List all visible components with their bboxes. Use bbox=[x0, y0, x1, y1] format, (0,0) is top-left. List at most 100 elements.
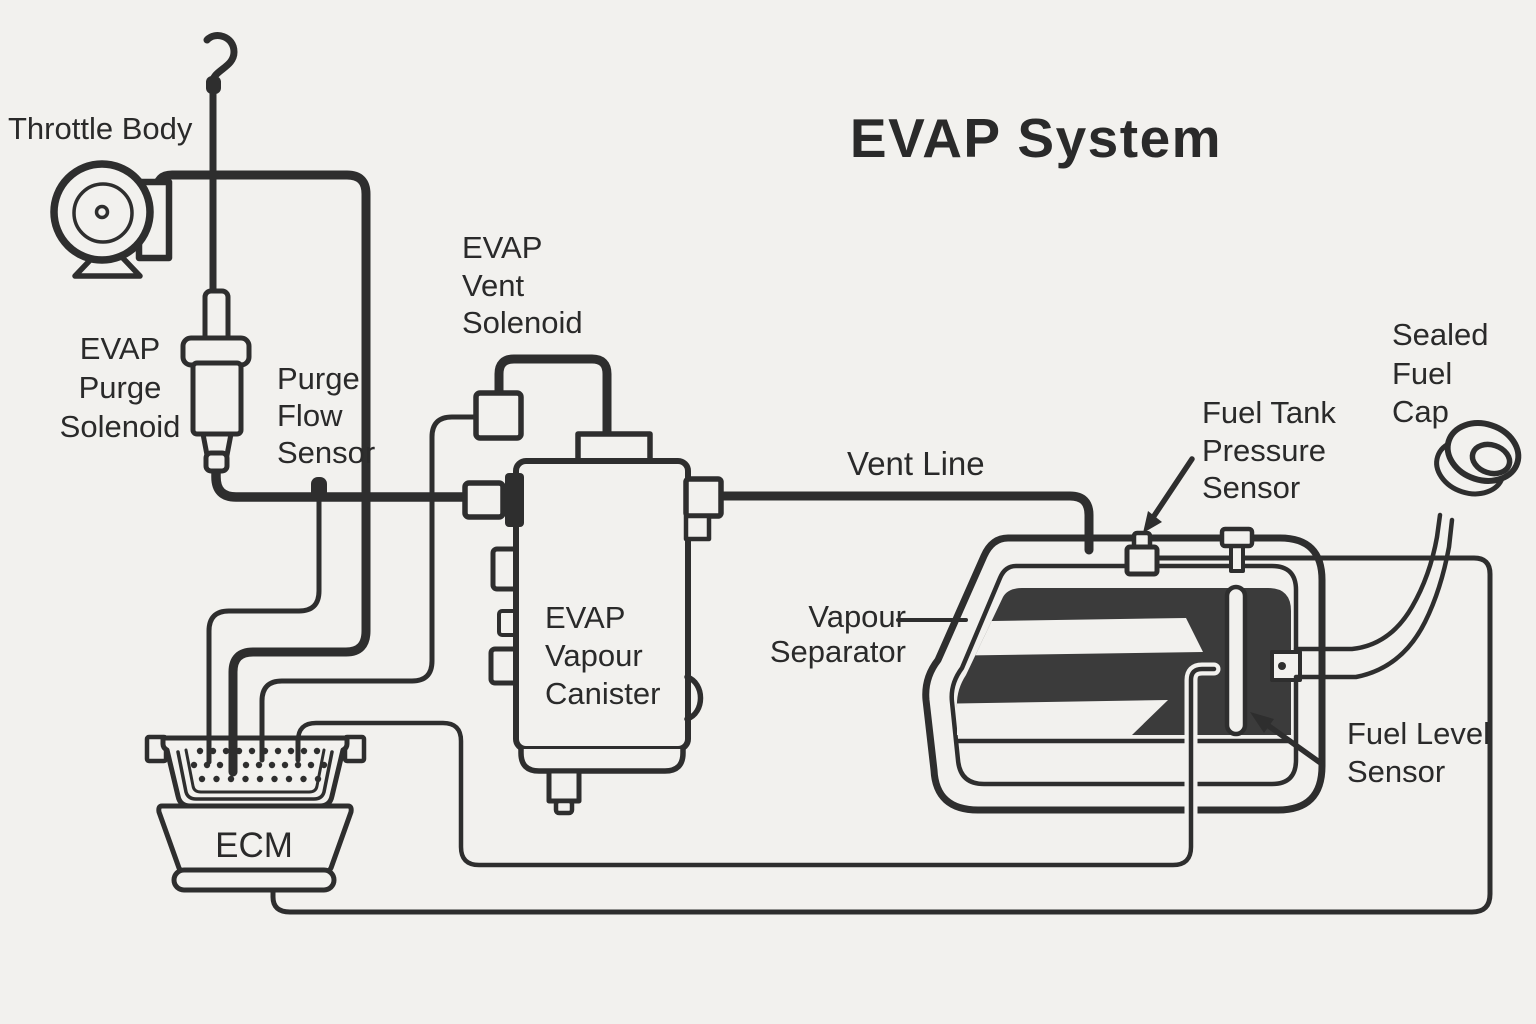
access-cap-top bbox=[1219, 526, 1255, 549]
vent-solenoid-label: EVAP Vent Solenoid bbox=[462, 230, 583, 340]
sealed-fuel-cap-label: Sealed Fuel Cap bbox=[1392, 317, 1489, 429]
throttle-body-line bbox=[152, 170, 371, 750]
fuel-level-sensor-wire bbox=[291, 662, 1221, 872]
sealed-fuel-cap bbox=[1434, 420, 1522, 497]
fuel-level-sensor-arrow bbox=[1250, 712, 1325, 767]
canister-bottom-dish bbox=[518, 749, 686, 774]
svg-text:Purge: Purge bbox=[79, 370, 162, 405]
ecm-pin-dot bbox=[213, 775, 220, 783]
vent-solenoid-wire bbox=[259, 414, 480, 748]
arrow-head bbox=[1250, 712, 1274, 733]
fuel-tank bbox=[922, 534, 1326, 814]
ecm-pin-dot bbox=[271, 775, 278, 783]
ecm-pin-dot bbox=[307, 761, 315, 769]
ecm-tray-inner-line-2 bbox=[184, 748, 326, 794]
svg-text:Fuel Level: Fuel Level bbox=[1347, 716, 1490, 751]
ecm-pin-dot bbox=[196, 747, 204, 755]
diagram-title: EVAP System bbox=[850, 107, 1222, 169]
fuel-cap-inner-ring bbox=[1469, 441, 1513, 477]
fuel-tank-inner-shell bbox=[949, 563, 1299, 787]
ecm-pin-dot bbox=[242, 775, 249, 783]
hook-fitting bbox=[206, 76, 221, 94]
ecm-pin-dot bbox=[313, 747, 321, 755]
ecm-pin-dot bbox=[300, 775, 307, 783]
filler-neck-lower-edge bbox=[1293, 517, 1455, 680]
fuel-level-sensor-label: Fuel Level Sensor bbox=[1347, 716, 1490, 789]
ecm-pin-dot bbox=[256, 775, 264, 783]
ecm-pin-dot bbox=[274, 747, 282, 755]
svg-text:Flow: Flow bbox=[277, 398, 343, 433]
vent-line-pipe bbox=[711, 491, 1094, 555]
pressure-sensor-body bbox=[1124, 544, 1160, 577]
purge-solenoid-outlet bbox=[203, 450, 230, 474]
throttle-body-label: Throttle Body bbox=[8, 111, 193, 146]
svg-text:Purge: Purge bbox=[277, 361, 360, 396]
ecm-pin-dot bbox=[255, 761, 263, 769]
svg-text:Vapour: Vapour bbox=[808, 599, 906, 634]
svg-text:Cap: Cap bbox=[1392, 394, 1449, 429]
ecm-pin-dot bbox=[242, 761, 250, 769]
purge-pipe bbox=[211, 453, 472, 502]
purge-flow-sensor-tap bbox=[311, 477, 327, 499]
svg-text:Pressure: Pressure bbox=[1202, 433, 1326, 468]
pressure-sensor-wire bbox=[270, 555, 1493, 915]
svg-text:Fuel Tank: Fuel Tank bbox=[1202, 395, 1336, 430]
canister-right-port bbox=[683, 476, 724, 519]
canister-right-step bbox=[683, 513, 712, 542]
fuel-tank-pressure-sensor bbox=[1124, 530, 1160, 577]
svg-text:Separator: Separator bbox=[770, 634, 906, 669]
ecm-pin-dot bbox=[248, 747, 256, 755]
purge-flow-sensor-label: Purge Flow Sensor bbox=[277, 361, 375, 470]
evap-vent-solenoid bbox=[473, 390, 524, 441]
breather-hook bbox=[203, 32, 238, 300]
canister-right-bump bbox=[684, 674, 704, 722]
svg-text:Solenoid: Solenoid bbox=[462, 305, 583, 340]
svg-text:Sealed: Sealed bbox=[1392, 317, 1489, 352]
hook-curve bbox=[203, 32, 238, 88]
svg-text:Sensor: Sensor bbox=[277, 435, 375, 470]
svg-text:Vapour: Vapour bbox=[545, 638, 643, 673]
svg-text:Sensor: Sensor bbox=[1347, 754, 1445, 789]
ecm-pin-dot bbox=[222, 747, 230, 755]
ecm-pin-dot bbox=[287, 747, 295, 755]
ecm-pin-dot bbox=[300, 747, 308, 755]
ecm-label: ECM bbox=[215, 826, 293, 865]
throttle-shaft bbox=[94, 204, 110, 220]
evap-purge-solenoid bbox=[180, 288, 252, 474]
throttle-bore bbox=[72, 182, 134, 244]
ecm-pin-dot bbox=[190, 761, 198, 769]
fuel-pump-access-cap bbox=[1219, 526, 1255, 573]
svg-text:Solenoid: Solenoid bbox=[60, 409, 181, 444]
svg-text:Canister: Canister bbox=[545, 676, 660, 711]
fuel-tank-pressure-sensor-label: Fuel Tank Pressure Sensor bbox=[1202, 395, 1336, 505]
arrow-line bbox=[1263, 721, 1325, 767]
purge-solenoid-body bbox=[190, 360, 244, 437]
ecm-pin-dot bbox=[314, 775, 322, 783]
purge-solenoid-top-tube bbox=[202, 288, 231, 346]
svg-text:Fuel: Fuel bbox=[1392, 356, 1452, 391]
svg-text:EVAP: EVAP bbox=[462, 230, 542, 265]
fuel-level-wire-core bbox=[295, 666, 1217, 868]
tank-side-fitting-pin bbox=[1278, 662, 1286, 670]
ecm-base bbox=[171, 867, 337, 893]
vapour-canister-label: EVAP Vapour Canister bbox=[545, 600, 660, 711]
svg-text:EVAP: EVAP bbox=[545, 600, 625, 635]
canister-drain-tip bbox=[553, 798, 575, 816]
svg-text:EVAP: EVAP bbox=[80, 331, 160, 366]
ecm-pin-dot bbox=[281, 761, 289, 769]
purge-flow-sensor-wire bbox=[206, 497, 322, 748]
vent-line-label: Vent Line bbox=[847, 445, 985, 482]
evap-vapour-canister bbox=[462, 458, 724, 816]
ecm-pin-dot bbox=[268, 761, 276, 769]
ecm-pin-dot bbox=[294, 761, 302, 769]
ecm-pin-dot bbox=[285, 775, 293, 783]
arrow-line bbox=[1149, 456, 1195, 522]
ecm-pin-dot bbox=[227, 775, 235, 783]
canister-inlet-weld bbox=[505, 473, 524, 527]
filler-neck-upper-edge bbox=[1293, 512, 1443, 652]
fuel-highlight-band-upper bbox=[956, 618, 1203, 656]
ecm-pin-dot bbox=[320, 761, 328, 769]
throttle-body-housing bbox=[50, 160, 154, 264]
